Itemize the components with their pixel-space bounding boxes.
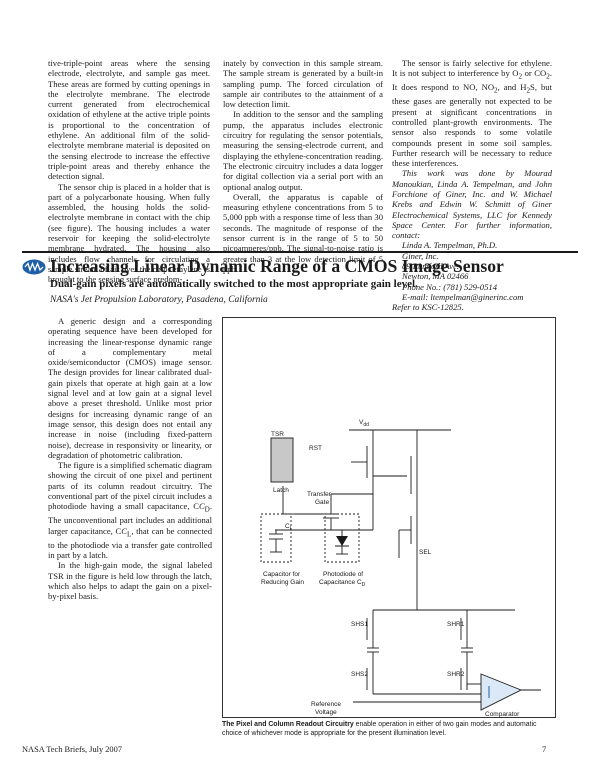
circuit-figure: Vdd TSR RST Latch Transfer Gate CL SEL C… <box>222 317 556 718</box>
shr2-label: SHR2 <box>447 671 465 678</box>
photodiode-label-2: Capacitance CD <box>319 579 366 588</box>
contact-line: 89 Rumford Ave. <box>402 261 460 272</box>
page-number: 7 <box>542 745 547 754</box>
transfer-gate-label-2: Gate <box>315 499 329 506</box>
paragraph: A generic design and a corresponding ope… <box>48 316 212 460</box>
paragraph: In addition to the sensor and the sampli… <box>223 109 383 192</box>
capacitor-label-2: Reducing Gain <box>261 579 304 586</box>
article-organization: NASA's Jet Propulsion Laboratory, Pasade… <box>50 295 268 305</box>
latch-label: Latch <box>273 487 289 494</box>
refer-line: Refer to KSC-12825. <box>392 302 464 313</box>
photodiode-label-1: Photodiode of <box>323 571 363 578</box>
contact-line: Giner, Inc. <box>402 250 439 261</box>
comparator-symbol <box>480 673 523 711</box>
vdd-label: Vdd <box>359 419 369 428</box>
article-subtitle: Dual-gain pixels are automatically switc… <box>50 278 418 290</box>
circuit-schematic: Vdd TSR RST Latch Transfer Gate CL SEL C… <box>260 419 541 718</box>
photodiode-symbol <box>336 536 348 546</box>
contact-line: Linda A. Tempelman, Ph.D. <box>402 240 498 251</box>
footer-publication: NASA Tech Briefs, July 2007 <box>22 745 122 754</box>
paragraph: inately by convection in this sample str… <box>223 58 383 110</box>
shr1-label: SHR1 <box>447 621 465 628</box>
article-body-column: A generic design and a corresponding ope… <box>48 316 212 601</box>
continued-column-3: The sensor is fairly selective for ethyl… <box>392 58 552 313</box>
continued-column-2: inately by convection in this sample str… <box>223 58 383 274</box>
contact-email[interactable]: E-mail: ltempelman@ginerinc.com <box>402 291 524 302</box>
sel-label: SEL <box>419 549 432 556</box>
cl-label: CL <box>285 523 293 532</box>
contact-block: Linda A. Tempelman, Ph.D. Giner, Inc. 89… <box>392 240 552 302</box>
contact-line: Phone No.: (781) 529-0514 <box>402 281 497 292</box>
reference-label-1: Reference <box>311 701 341 708</box>
tsr-label: TSR <box>271 431 284 438</box>
paragraph: In the high-gain mode, the signal labele… <box>48 560 212 602</box>
capacitor-label-1: Capacitor for <box>263 571 301 578</box>
shs1-label: SHS1 <box>351 621 368 628</box>
contact-line: Newton, MA 02466 <box>402 271 469 282</box>
paragraph: The figure is a simplified schematic dia… <box>48 460 212 560</box>
figure-caption: The Pixel and Column Readout Circuitry e… <box>222 721 537 737</box>
latch-block <box>270 437 294 483</box>
rst-label: RST <box>309 445 322 452</box>
reference-label-2: Voltage <box>315 709 337 716</box>
section-rule <box>22 251 578 253</box>
article-title: Increasing Linear Dynamic Range of a CMO… <box>50 256 504 276</box>
paragraph: The sensor chip is placed in a holder th… <box>48 181 210 285</box>
transfer-gate-label-1: Transfer <box>307 491 332 498</box>
paragraph: The sensor is fairly selective for ethyl… <box>392 58 552 169</box>
paragraph: tive-triple-point areas where the sensin… <box>48 58 210 182</box>
shs2-label: SHS2 <box>351 671 368 678</box>
electronics-category-icon <box>22 259 46 275</box>
credit-paragraph: This work was done by Mourad Manoukian, … <box>392 168 552 241</box>
paragraph: Overall, the apparatus is capable of mea… <box>223 191 383 274</box>
continued-column-1: tive-triple-point areas where the sensin… <box>48 58 210 285</box>
comparator-label: Comparator <box>485 711 520 718</box>
